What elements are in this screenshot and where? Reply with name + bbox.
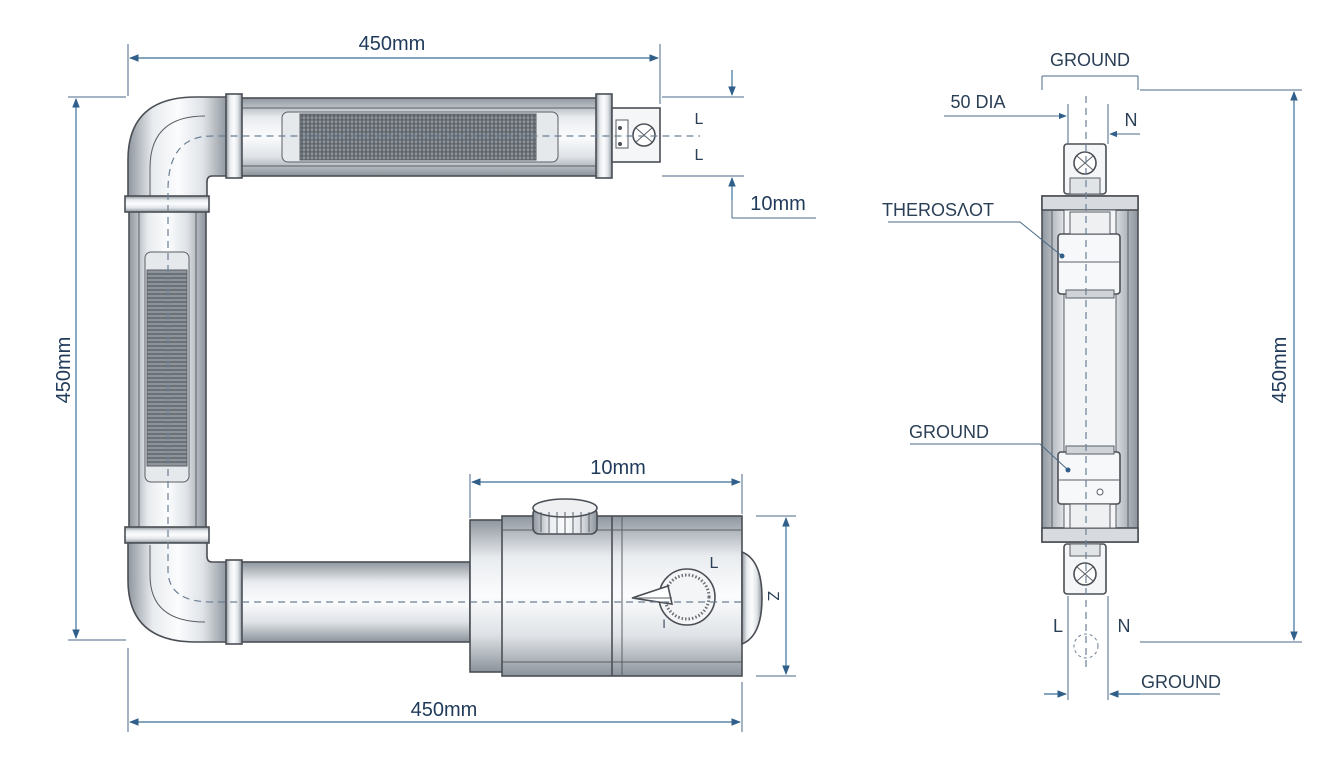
ground-top-label: GROUND: [1050, 50, 1130, 70]
housing-dome: [741, 550, 763, 646]
thermostat-element: [1057, 233, 1121, 295]
ground-bottom-label: GROUND: [1141, 672, 1221, 692]
thermostat-label: THEROSΛOT: [882, 200, 994, 220]
ground-mid-label: GROUND: [909, 422, 989, 442]
dia-label: 50 DIA: [950, 92, 1005, 112]
terminal-mark-1: L: [695, 111, 704, 128]
dim-top: 450mm: [359, 33, 426, 55]
housing-mark-z: Z: [764, 591, 781, 601]
dim-terminal-gap: 10mm: [750, 193, 806, 215]
terminal-mark-2: L: [695, 147, 704, 164]
n-top-label: N: [1125, 110, 1138, 130]
ground-element: [1057, 451, 1121, 505]
left-flange-bottom: [124, 526, 210, 544]
dial-pointer: [631, 584, 674, 605]
left-flange-top: [124, 195, 210, 213]
pipe-centerline: [167, 135, 700, 524]
dial-mark: I: [662, 617, 665, 631]
dim-left: 450mm: [53, 337, 75, 404]
left-view: L L: [53, 33, 816, 732]
dim-right: 450mm: [1269, 337, 1291, 404]
top-elbow: [127, 96, 229, 199]
housing-mark-l: L: [710, 555, 719, 572]
dim-bottom: 450mm: [411, 699, 478, 721]
n-bottom-label: N: [1118, 616, 1131, 636]
right-view: GROUND 50 DIA N THEROSΛOT GROUND 450mm L…: [882, 50, 1302, 700]
dim-housing: 10mm: [590, 457, 646, 479]
outlet-circle: [1073, 633, 1099, 659]
housing-endcap: [469, 519, 505, 673]
l-bottom-label: L: [1053, 616, 1063, 636]
